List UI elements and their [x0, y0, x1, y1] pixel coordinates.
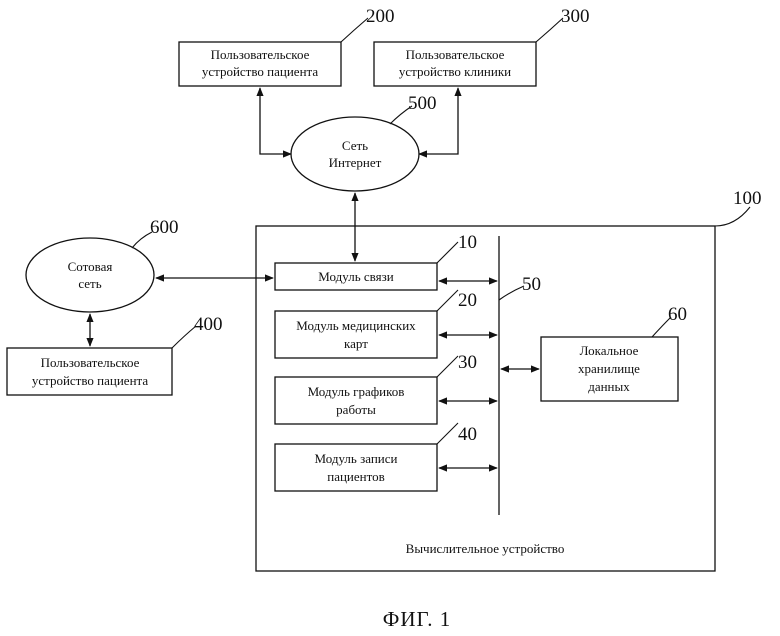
appointment-module-leader: [436, 422, 459, 445]
comm-module-leader: [436, 241, 459, 264]
patient-device-left-ref: 400: [194, 314, 223, 335]
cellular-leader: [131, 231, 153, 249]
comm-module-ref: 10: [458, 232, 477, 253]
comm-module: Модуль связи 10: [274, 232, 477, 291]
patient-device-top-box: [178, 41, 342, 87]
patient-device-top: Пользовательское устройство пациента 200: [178, 6, 395, 87]
data-bus: 50: [498, 236, 541, 515]
appointment-module-box: [274, 443, 438, 492]
internet-network: Сеть Интернет 500: [290, 93, 437, 192]
patient-device-left-line-1: Пользовательское: [41, 355, 140, 370]
internet-leader: [389, 105, 413, 125]
records-module: Модуль медицинских карт 20: [274, 289, 477, 359]
cellular-line-1: Сотовая: [68, 259, 113, 274]
clinic-device-line-1: Пользовательское: [406, 47, 505, 62]
records-module-leader: [436, 289, 459, 312]
clinic-device-ref: 300: [561, 6, 590, 27]
internet-ellipse: [290, 116, 420, 192]
schedule-module-line-2: работы: [336, 402, 376, 417]
clinic-device-leader: [535, 17, 564, 43]
internet-line-2: Интернет: [329, 155, 382, 170]
local-storage-line-1: Локальное: [580, 343, 639, 358]
patient-device-top-line-1: Пользовательское: [211, 47, 310, 62]
cellular-network: Сотовая сеть 600: [25, 217, 179, 313]
cellular-ref: 600: [150, 217, 179, 238]
local-storage-ref: 60: [668, 304, 687, 325]
internet-ref: 500: [408, 93, 437, 114]
local-storage-line-2: хранилище: [578, 361, 640, 376]
computing-device-ref: 100: [733, 188, 762, 209]
patient-device-left-leader: [171, 325, 197, 349]
patient-device-left-line-2: устройство пациента: [32, 373, 149, 388]
local-storage: Локальное хранилище данных 60: [540, 304, 687, 402]
computing-device-leader: [714, 206, 751, 227]
schedule-module-line-1: Модуль графиков: [308, 384, 405, 399]
clinic-device-box: [373, 41, 537, 87]
patient-device-left-box: [6, 347, 173, 396]
records-module-line-1: Модуль медицинских: [296, 318, 416, 333]
patient-device-top-line-2: устройство пациента: [202, 64, 319, 79]
comm-module-box: [274, 262, 438, 291]
patient-device-top-leader: [340, 17, 369, 43]
connector-internet-clinic: [418, 87, 462, 158]
bus-leader: [498, 285, 525, 301]
appointment-module-ref: 40: [458, 424, 477, 445]
appointment-module: Модуль записи пациентов 40: [274, 422, 477, 492]
figure-caption: ФИГ. 1: [383, 607, 452, 631]
bus-ref: 50: [522, 274, 541, 295]
patient-device-top-ref: 200: [366, 6, 395, 27]
computing-device-label: Вычислительное устройство: [406, 541, 565, 556]
records-module-line-2: карт: [344, 336, 368, 351]
clinic-device: Пользовательское устройство клиники 300: [373, 6, 590, 87]
clinic-device-line-2: устройство клиники: [399, 64, 511, 79]
cellular-ellipse: [25, 237, 155, 313]
internet-line-1: Сеть: [342, 138, 368, 153]
records-module-ref: 20: [458, 290, 477, 311]
schedule-module-box: [274, 376, 438, 425]
schedule-module-leader: [436, 355, 459, 378]
connectors: [86, 87, 540, 472]
comm-module-line-1: Модуль связи: [318, 269, 393, 284]
patient-device-left: Пользовательское устройство пациента 400: [6, 314, 223, 396]
local-storage-leader: [651, 316, 672, 338]
schedule-module-ref: 30: [458, 352, 477, 373]
appointment-module-line-1: Модуль записи: [315, 451, 398, 466]
records-module-box: [274, 310, 438, 359]
local-storage-box: [540, 336, 679, 402]
local-storage-line-3: данных: [588, 379, 630, 394]
schedule-module: Модуль графиков работы 30: [274, 352, 477, 425]
cellular-line-2: сеть: [78, 276, 101, 291]
appointment-module-line-2: пациентов: [327, 469, 385, 484]
connector-internet-patient-top: [256, 87, 292, 158]
